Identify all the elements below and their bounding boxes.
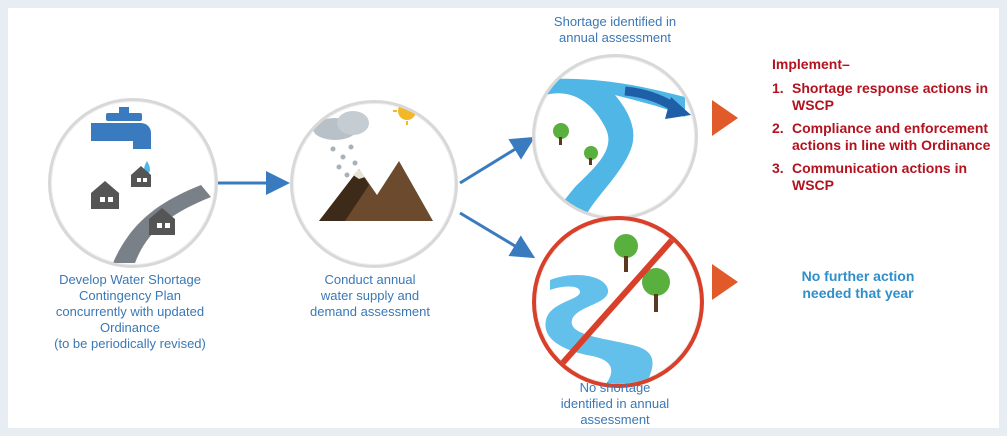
implement-item-text: Communication actions in WSCP — [792, 160, 968, 193]
shortage-caption-line: Shortage identified in — [553, 14, 677, 29]
faucet-houses-icon — [91, 107, 211, 263]
shortage-caption: Shortage identified in annual assessment — [525, 14, 705, 46]
no-action-triangle-icon — [712, 264, 738, 300]
no-action-text: No further action needed that year — [778, 268, 938, 302]
no-action-line: No further action — [801, 268, 915, 284]
assess-caption-line: Conduct annual — [324, 272, 416, 287]
implement-item: 1. Shortage response actions in WSCP — [772, 80, 997, 114]
develop-caption-line: (to be periodically revised) — [54, 336, 206, 351]
develop-caption-line: Ordinance — [100, 320, 160, 335]
develop-caption-line: concurrently with updated — [55, 304, 205, 319]
no-shortage-caption-line: assessment — [580, 412, 650, 427]
implement-triangle-icon — [712, 100, 738, 136]
no-shortage-caption-line: No shortage — [579, 380, 651, 395]
no-action-line: needed that year — [802, 285, 914, 301]
develop-caption-line: Develop Water Shortage — [59, 272, 201, 287]
assessment-circle — [290, 100, 458, 268]
no-shortage-circle — [532, 216, 704, 388]
no-shortage-caption-line: identified in annual — [560, 396, 670, 411]
shortage-caption-line: annual assessment — [558, 30, 671, 45]
implement-item-text: Compliance and enforcement actions in li… — [792, 120, 991, 153]
implement-item: 3. Communication actions in WSCP — [772, 160, 997, 194]
develop-caption-line: Contingency Plan — [79, 288, 181, 303]
implement-item-number: 2. — [772, 120, 784, 136]
implement-item-number: 3. — [772, 160, 784, 176]
flowing-river-icon — [545, 78, 691, 217]
implement-list: 1. Shortage response actions in WSCP 2. … — [772, 80, 997, 200]
assess-caption-line: demand assessment — [310, 304, 430, 319]
develop-plan-circle — [48, 98, 218, 268]
assessment-caption: Conduct annual water supply and demand a… — [280, 272, 460, 320]
implement-item-text: Shortage response actions in WSCP — [792, 80, 989, 113]
no-river-icon — [545, 234, 675, 384]
shortage-circle — [532, 54, 698, 220]
assess-caption-line: water supply and — [320, 288, 420, 303]
implement-title: Implement– — [772, 56, 850, 72]
implement-item-number: 1. — [772, 80, 784, 96]
no-shortage-caption: No shortage identified in annual assessm… — [525, 380, 705, 428]
mountain-weather-icon — [313, 103, 433, 221]
implement-item: 2. Compliance and enforcement actions in… — [772, 120, 997, 154]
develop-plan-caption: Develop Water Shortage Contingency Plan … — [20, 272, 240, 352]
